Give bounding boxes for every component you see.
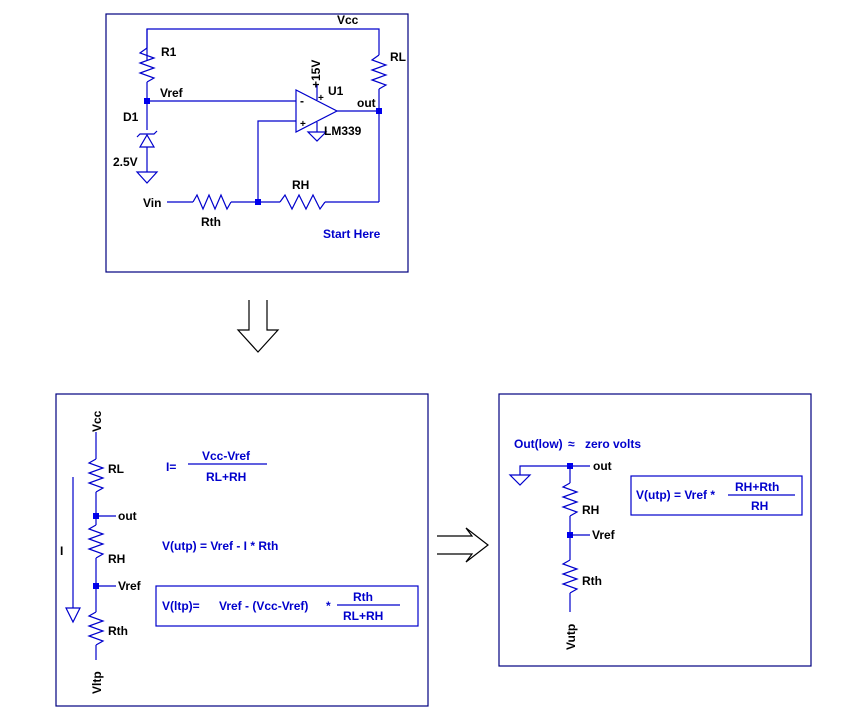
opamp-minus: - (300, 94, 304, 108)
left-box: Vcc RL out RH Vref Rth Vltp I I= Vcc-Vre… (55, 393, 429, 707)
top-rl-label: RL (390, 50, 406, 64)
right-rh-label: RH (582, 503, 599, 517)
opamp-plus: + (300, 119, 306, 130)
top-out-label: out (357, 96, 376, 110)
left-out-label: out (118, 509, 137, 523)
eq-utp: V(utp) = Vref - I * Rth (162, 539, 278, 553)
rl-resistor (370, 54, 388, 90)
right-out-label: out (593, 459, 612, 473)
eq-ltp-lhs: V(ltp)= (162, 599, 200, 613)
left-vref-label: Vref (118, 579, 142, 593)
right-eq-box (630, 475, 803, 516)
right-rth-resistor (561, 559, 579, 594)
opamp-triangle (295, 89, 339, 133)
eq-ltp-den: RL+RH (343, 609, 383, 623)
left-vcc-label: Vcc (90, 410, 104, 432)
eq-ltp-box (155, 585, 419, 627)
top-vref-label: Vref (160, 86, 184, 100)
left-current-label: I (60, 544, 63, 558)
opamp-supply-plus: + (318, 93, 324, 104)
left-vltp-label: Vltp (90, 671, 104, 694)
left-rl-label: RL (108, 462, 124, 476)
top-schematic: Vcc R1 Vref D1 2.5V - + + +15V U1 LM339 … (105, 13, 409, 273)
right-box: Out(low) ≈ zero volts out RH Vref Rth Vu… (498, 393, 812, 667)
top-rh-label: RH (292, 178, 309, 192)
left-rh-label: RH (108, 552, 125, 566)
right-approx-sign: ≈ (568, 437, 575, 451)
left-rth-label: Rth (108, 624, 128, 638)
top-d1-label: D1 (123, 110, 139, 124)
eq-ltp-num: Rth (353, 590, 373, 604)
top-frame (105, 13, 409, 273)
right-rth-label: Rth (582, 574, 602, 588)
eq-i-den: RL+RH (206, 470, 246, 484)
right-vutp-label: Vutp (564, 624, 578, 650)
top-plus15-label: +15V (309, 60, 323, 88)
top-zener-voltage: 2.5V (113, 155, 138, 169)
zener-bar (136, 130, 158, 138)
current-arrow-icon (65, 607, 81, 624)
right-frame (498, 393, 812, 667)
eq-ltp-times: * (326, 599, 331, 613)
top-u1-label: U1 (328, 84, 344, 98)
zener-diode (138, 133, 156, 148)
right-eq-num: RH+Rth (735, 480, 779, 494)
top-rth-label: Rth (201, 215, 221, 229)
right-arrow-icon (437, 527, 489, 563)
right-eq-den: RH (751, 499, 768, 513)
left-rl-resistor (87, 458, 105, 493)
top-vcc-label: Vcc (337, 13, 359, 27)
r1-resistor (138, 47, 156, 83)
right-rh-resistor (561, 482, 579, 517)
right-out-low-label: Out(low) (514, 437, 563, 451)
plus-node (255, 199, 261, 205)
eq-ltp-mid: Vref - (Vcc-Vref) (219, 599, 308, 613)
top-rth-resistor (192, 193, 232, 211)
right-zero-label: zero volts (585, 437, 641, 451)
top-ground-icon (135, 171, 159, 184)
vref-node (144, 98, 150, 104)
right-ground-wire (519, 465, 590, 475)
right-vref-label: Vref (592, 528, 616, 542)
right-ground-icon (508, 474, 532, 486)
left-frame (55, 393, 429, 707)
eq-i-lhs: I= (166, 460, 176, 474)
opamp-ground-icon (306, 131, 328, 142)
eq-i-num: Vcc-Vref (202, 449, 251, 463)
left-rh-resistor (87, 524, 105, 559)
right-eq-lhs: V(utp) = Vref * (636, 488, 715, 502)
start-here-label: Start Here (323, 227, 381, 241)
left-rth-resistor (87, 611, 105, 646)
top-vin-label: Vin (143, 196, 161, 210)
top-rh-resistor (279, 193, 326, 211)
top-r1-label: R1 (161, 45, 177, 59)
down-arrow-icon (236, 300, 280, 353)
vcc-rail-wire (146, 28, 380, 60)
plus-feedback-wire (257, 120, 296, 202)
top-part-label: LM339 (324, 124, 362, 138)
